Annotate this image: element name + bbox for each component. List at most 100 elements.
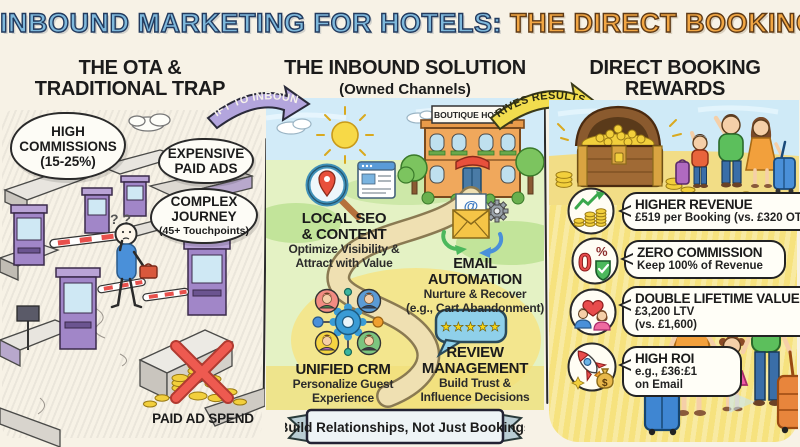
- crm-gear-hub: [329, 303, 367, 341]
- label-title: & CONTENT: [301, 226, 387, 243]
- callout-line: (15-25%): [40, 153, 96, 169]
- crm-node-dot: [343, 287, 353, 297]
- briefcase-icon: [139, 263, 158, 279]
- callout-line: JOURNEY: [171, 208, 237, 224]
- label-title: MANAGEMENT: [421, 360, 529, 377]
- callout-line: COMMISSIONS: [19, 138, 117, 154]
- unified-crm-icon: [312, 287, 384, 357]
- label-desc: Personalize Guest: [292, 377, 394, 391]
- money-bag-icon: $: [596, 368, 614, 389]
- reward-title: HIGH ROI: [635, 351, 695, 366]
- sketch-cloud-icon: [128, 113, 171, 132]
- reward-title: ZERO COMMISSION: [637, 245, 763, 260]
- crm-node-dot: [372, 316, 384, 328]
- cycle-arrows-icon: [441, 230, 504, 258]
- middle-panel-heading: THE INBOUND SOLUTION: [284, 57, 526, 79]
- left-heading-line1: THE OTA &: [78, 57, 182, 79]
- callout-complex-journey: COMPLEX JOURNEY (45+ Touchpoints): [150, 188, 258, 244]
- label-desc: Build Trust &: [438, 376, 512, 390]
- label-desc: Experience: [311, 390, 375, 405]
- right-panel-heading: DIRECT BOOKING REWARDS: [560, 58, 790, 100]
- hotel-awning: [455, 155, 490, 171]
- cloud-icon: [276, 110, 435, 135]
- label-desc: Nurture & Recover: [423, 287, 527, 301]
- maze-signpost: [16, 305, 40, 350]
- unified-crm-label: UNIFIED CRM Personalize Guest Experience: [283, 362, 403, 405]
- inbound-scene-illustration: BOUTIQUE HOTEL: [266, 98, 544, 410]
- label-title: REVIEW: [446, 344, 504, 361]
- callout-line: PAID ADS: [174, 161, 238, 176]
- five-stars-icon: ★★★★★: [440, 320, 501, 334]
- label-desc: Attract with Value: [295, 255, 393, 270]
- treasure-chest-icon: [555, 105, 696, 194]
- callout-line: (45+ Touchpoints): [159, 224, 249, 237]
- winding-path: [326, 186, 483, 408]
- email-automation-icon: @: [441, 193, 509, 258]
- paid-ad-spend-caption: PAID AD SPEND: [152, 411, 254, 426]
- reward-title: DOUBLE LIFETIME VALUE: [635, 291, 800, 306]
- sun-icon: [316, 106, 374, 164]
- reward-title: HIGHER REVENUE: [635, 197, 753, 212]
- suitcase-icon: [776, 350, 798, 434]
- red-x-icon: [170, 340, 234, 404]
- review-stars-bubble: ★★★★★: [434, 308, 508, 358]
- label-desc: (e.g., Cart Abandonment): [405, 300, 545, 315]
- callout-line: COMPLEX: [170, 193, 238, 209]
- higher-revenue-icon: [567, 187, 615, 235]
- high-roi-icon: $: [567, 342, 617, 392]
- callout-high-commissions: HIGH COMMISSIONS (15-25%): [10, 112, 126, 180]
- callout-expensive-paid-ads: EXPENSIVE PAID ADS: [158, 138, 254, 184]
- label-title: LOCAL SEO: [301, 210, 387, 227]
- tree-icon: [397, 147, 544, 195]
- page-title-part2: THE DIRECT BOOKING ENGINE: [509, 7, 800, 38]
- reward-line: (vs. £1,600): [635, 318, 698, 331]
- callout-line: EXPENSIVE: [167, 146, 245, 161]
- callout-line: HIGH: [51, 123, 85, 139]
- label-title: EMAIL AUTOMATION: [428, 256, 522, 288]
- paid-ad-spend-coins: [143, 340, 247, 408]
- dollar-glyph: $: [602, 378, 608, 389]
- ribbon-banner: Build Relationships, Not Just Bookings: [285, 408, 525, 445]
- reward-line: £3,200 LTV: [635, 306, 695, 318]
- zero-glyph: 0: [578, 249, 592, 277]
- left-panel-heading: THE OTA & TRADITIONAL TRAP: [15, 58, 245, 100]
- location-pin-icon: [318, 170, 336, 198]
- reward-line: Keep 100% of Revenue: [637, 260, 763, 272]
- label-desc: Influence Decisions: [420, 389, 530, 404]
- review-management-label: REVIEW MANAGEMENT Build Trust & Influenc…: [405, 345, 545, 404]
- local-seo-icon: [305, 161, 396, 221]
- happy-family-top-illustration: [675, 114, 796, 198]
- reward-box-lifetime-value: DOUBLE LIFETIME VALUE £3,200 LTV (vs. £1…: [618, 286, 800, 337]
- reward-box-zero-commission: ZERO COMMISSION Keep 100% of Revenue: [620, 240, 786, 279]
- toll-booth-icons: [10, 175, 231, 350]
- email-automation-label: EMAIL AUTOMATION Nurture & Recover (e.g.…: [405, 256, 545, 315]
- maze-ground-scribbles: [37, 307, 127, 415]
- growth-arrow-icon: [574, 192, 600, 210]
- ribbon-text: Build Relationships, Not Just Bookings: [285, 420, 525, 435]
- suitcase-icon: [675, 159, 690, 185]
- page-title-part1: INBOUND MARKETING FOR HOTELS:: [0, 7, 510, 38]
- label-title: UNIFIED CRM: [295, 361, 391, 378]
- page-title: INBOUND MARKETING FOR HOTELS: THE DIRECT…: [0, 7, 800, 39]
- sparkle-icon: [571, 376, 585, 390]
- local-seo-label: LOCAL SEO & CONTENT Optimize Visibility …: [282, 211, 406, 270]
- confused-traveler-figure: ? ?: [110, 211, 158, 309]
- reward-line: on Email: [635, 378, 683, 391]
- hotel-sign-text: BOUTIQUE HOTEL: [434, 110, 510, 120]
- right-heading-line2: REWARDS: [624, 78, 726, 100]
- right-heading-line1: DIRECT BOOKING: [589, 57, 761, 79]
- percent-glyph: %: [596, 244, 608, 259]
- left-heading-line2: TRADITIONAL TRAP: [34, 78, 226, 100]
- shield-check-icon: [595, 260, 611, 281]
- crm-node-dot: [312, 316, 324, 328]
- crm-node-dot: [343, 347, 353, 357]
- rewards-scene-top: [549, 100, 799, 205]
- middle-panel-subheading: (Owned Channels): [339, 81, 471, 98]
- label-desc: Optimize Visibility &: [288, 242, 400, 256]
- shift-to-inbound-arrow: SHIFT TO INBOUND: [203, 76, 311, 130]
- lifetime-value-icon: [569, 288, 617, 336]
- reward-line: £519 per Booking (vs. £320 OTA): [635, 212, 800, 224]
- reward-box-high-roi: HIGH ROI e.g., £36:£1 on Email: [618, 346, 742, 397]
- zero-commission-icon: 0 %: [571, 237, 619, 285]
